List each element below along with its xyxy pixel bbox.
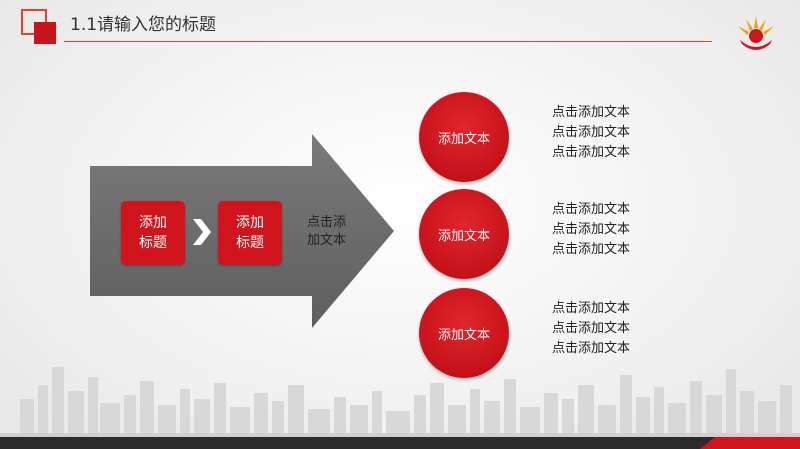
text-line: 点击添加文本 bbox=[552, 222, 631, 237]
company-emblem-icon bbox=[738, 16, 774, 50]
text-line: 点击添加文本 bbox=[552, 105, 631, 120]
text-line: 点击添加文本 bbox=[552, 242, 631, 257]
arrow-text[interactable]: 点击添加文本 bbox=[307, 215, 347, 248]
circle-2-label: 添加文本 bbox=[437, 228, 490, 244]
city-skyline-decoration bbox=[0, 367, 800, 439]
circle-1[interactable]: 添加文本 bbox=[419, 92, 509, 182]
footer-accent bbox=[700, 437, 800, 449]
circle-3[interactable]: 添加文本 bbox=[419, 288, 509, 378]
text-line: 点击添加文本 bbox=[552, 301, 631, 316]
text-line: 点击添加文本 bbox=[552, 202, 631, 217]
text-block-3[interactable]: 点击添加文本 点击添加文本 点击添加文本 bbox=[552, 299, 652, 359]
title-underline bbox=[64, 41, 712, 42]
footer-bar bbox=[0, 437, 800, 449]
circle-2[interactable]: 添加文本 bbox=[419, 189, 509, 279]
chevron-right-icon bbox=[193, 219, 211, 245]
title-box-2-label: 添加标题 bbox=[236, 215, 264, 251]
title-box-2[interactable]: 添加标题 bbox=[218, 201, 282, 265]
text-line: 点击添加文本 bbox=[552, 145, 631, 160]
circle-1-label: 添加文本 bbox=[437, 131, 490, 147]
text-line: 点击添加文本 bbox=[552, 321, 631, 336]
text-block-1[interactable]: 点击添加文本 点击添加文本 点击添加文本 bbox=[552, 103, 652, 163]
circle-3-label: 添加文本 bbox=[437, 327, 490, 343]
text-line: 点击添加文本 bbox=[552, 125, 631, 140]
logo-square-fill bbox=[34, 22, 56, 44]
slide-title[interactable]: 1.1请输入您的标题 bbox=[70, 15, 217, 35]
text-line: 点击添加文本 bbox=[552, 341, 631, 356]
title-box-1-label: 添加标题 bbox=[139, 215, 167, 251]
title-box-1[interactable]: 添加标题 bbox=[121, 201, 185, 265]
text-block-2[interactable]: 点击添加文本 点击添加文本 点击添加文本 bbox=[552, 200, 652, 260]
